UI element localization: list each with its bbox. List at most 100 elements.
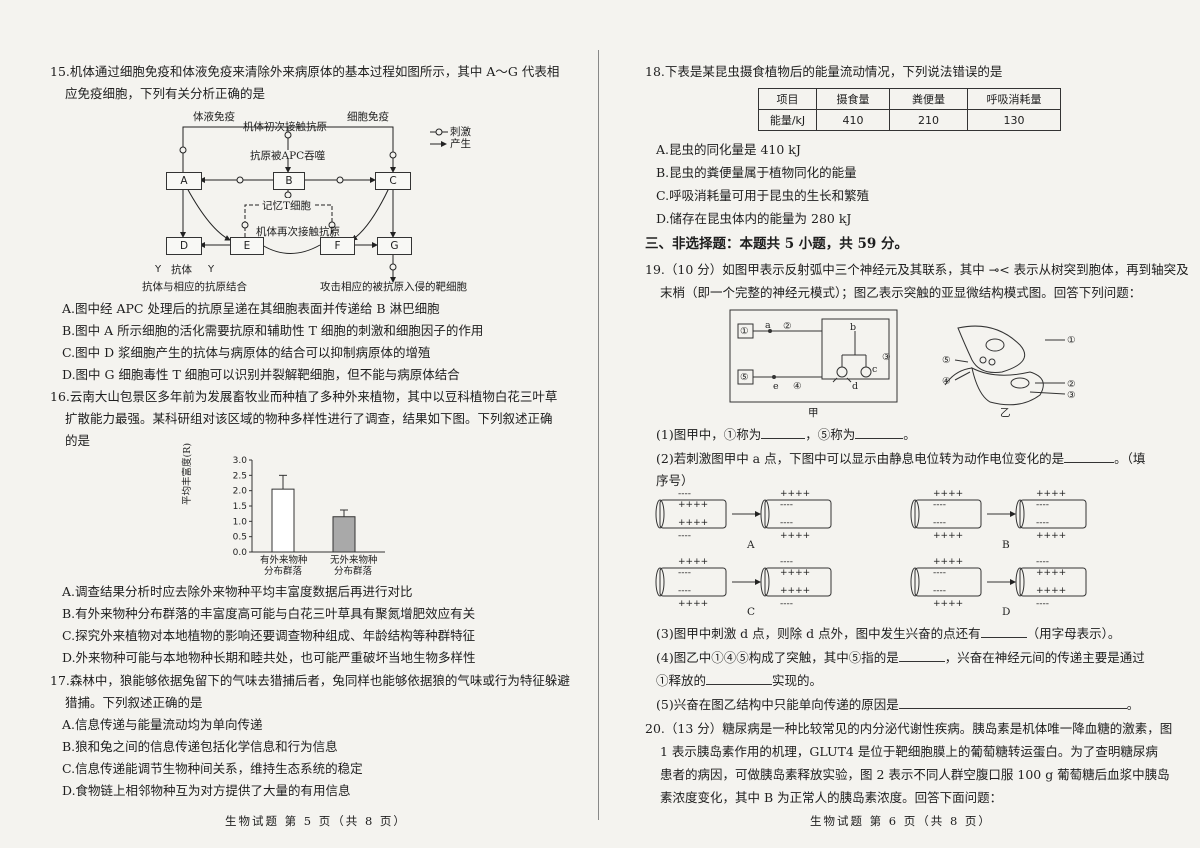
svg-text:++++: ++++ — [780, 531, 810, 541]
q17-option-a: A.信息传递与能量流动均为单向传递 — [62, 717, 263, 732]
q16-stem-line1: 16.云南大山包景区多年前为发展畜牧业而种植了多种外来植物，其中以豆科植物白花三… — [50, 389, 558, 404]
q19-sub4-line2: ①释放的实现的。 — [656, 673, 822, 689]
immune-diagram-lines: Y Y — [154, 126, 448, 283]
cell-box-g: G — [377, 237, 412, 255]
q17-stem-line1: 17.森林中，狼能够依据兔留下的气味去猎捕后者，兔同样也能够依据狼的气味或行为特… — [50, 673, 570, 688]
q17-option-d: D.食物链上相邻物种互为对方提供了大量的有用信息 — [62, 783, 351, 798]
q16-option-c: C.探究外来植物对本地植物的影响还要调查物种组成、年龄结构等种群特征 — [62, 628, 476, 643]
svg-text:++++: ++++ — [1036, 489, 1066, 499]
svg-text:++++: ++++ — [780, 489, 810, 499]
label-second-contact: 机体再次接触抗原 — [256, 226, 340, 238]
yi-label-2: ② — [1067, 379, 1076, 390]
q15-stem-line1: 15.机体通过细胞免疫和体液免疫来清除外来病原体的基本过程如图所示，其中 A～G… — [50, 64, 560, 79]
nerve-label-a: A — [747, 539, 755, 551]
q19-sub4-text-b: ，兴奋在神经元间的传递主要是通过 — [944, 650, 1145, 665]
svg-text:----: ---- — [1036, 518, 1049, 528]
yi-label-3: ③ — [1067, 390, 1076, 401]
reflex-arc-diagram — [729, 309, 898, 403]
svg-text:----: ---- — [780, 518, 793, 528]
q19-sub2-text: (2)若刺激图甲中 a 点，下图中可以显示由静息电位转为动作电位变化的是 — [656, 451, 1065, 466]
q19-sub2-line2: 序号） — [656, 473, 694, 488]
q19-sub3: (3)图甲中刺激 d 点，则除 d 点外，图中发生兴奋的点还有（用字母表示）。 — [656, 626, 1120, 642]
chart-cat1-line2: 分布群落 — [264, 566, 303, 577]
q16-option-d: D.外来物种可能与本地物种长期和睦共处，也可能严重破坏当地生物多样性 — [62, 650, 476, 665]
svg-text:++++: ++++ — [1036, 586, 1066, 596]
svg-text:++++: ++++ — [780, 568, 810, 578]
chart-y-tick-label: 0.0 — [233, 548, 248, 558]
svg-text:----: ---- — [1036, 599, 1049, 609]
nerve-label-b: B — [1002, 539, 1010, 551]
q18-option-d: D.储存在昆虫体内的能量为 280 kJ — [656, 211, 852, 226]
jia-label-c: c — [872, 364, 878, 375]
jia-label-3: ③ — [882, 352, 891, 363]
q19-sub1-text-c: 。 — [903, 427, 916, 442]
q18-stem: 18.下表是某昆虫摄食植物后的能量流动情况，下列说法错误的是 — [645, 64, 1003, 79]
q20-line1: 20.（13 分）糖尿病是一种比较常见的内分泌代谢性疾病。胰岛素是机体唯一降血糖… — [645, 721, 1173, 736]
nerve-label-d: D — [1002, 606, 1011, 618]
chart-cat2-line1: 无外来物种 — [330, 555, 378, 566]
q15-option-b: B.图中 A 所示细胞的活化需要抗原和辅助性 T 细胞的刺激和细胞因子的作用 — [62, 323, 484, 338]
chart-y-tick-label: 1.0 — [233, 517, 248, 527]
label-memory-t: 记忆T细胞 — [260, 198, 314, 214]
chart-bar — [271, 488, 295, 553]
svg-text:----: ---- — [678, 586, 691, 596]
nerve-label-c: C — [747, 606, 756, 618]
yi-label-1: ① — [1067, 335, 1076, 346]
richness-chart-svg: 3.02.52.01.51.00.50.0 — [233, 456, 385, 558]
chart-cat2-line2: 分布群落 — [334, 566, 373, 577]
yi-label-5: ⑤ — [942, 355, 951, 366]
svg-text:++++: ++++ — [678, 557, 708, 567]
table-header-cell: 项目 — [758, 88, 817, 110]
nerve-fiber-figures: ----++++++++---- ++++--------++++ ++++--… — [655, 489, 1087, 609]
figure-jia-caption: 甲 — [808, 407, 819, 419]
q20-line2: 1 表示胰岛素作用的机理，GLUT4 是位于靶细胞膜上的葡萄糖转运蛋白。为了查明… — [660, 744, 1158, 759]
svg-text:++++: ++++ — [678, 599, 708, 609]
svg-text:----: ---- — [1036, 500, 1049, 510]
q15-option-d: D.图中 G 细胞毒性 T 细胞可以识别并裂解靶细胞，但不能与病原体结合 — [62, 367, 460, 382]
q20-line3: 患者的病因，可做胰岛素释放实验，图 2 表示不同人群空腹口服 100 g 葡萄糖… — [660, 767, 1170, 782]
label-attack: 攻击相应的被抗原入侵的靶细胞 — [320, 281, 467, 293]
chart-y-tick-label: 0.5 — [233, 533, 247, 543]
page-divider — [598, 50, 599, 820]
answer-blank[interactable] — [898, 708, 1127, 709]
q19-sub1: (1)图甲中，①称为，⑤称为。 — [656, 427, 916, 443]
label-humoral-immunity: 体液免疫 — [193, 111, 235, 123]
q19-sub4-text: (4)图乙中①④⑤构成了突触，其中⑤指的是 — [656, 650, 899, 665]
svg-text:----: ---- — [933, 518, 946, 528]
jia-label-5: ⑤ — [740, 372, 749, 383]
jia-label-d: d — [852, 381, 859, 392]
answer-blank[interactable] — [855, 438, 904, 439]
q19-sub4-text-c: ①释放的 — [656, 673, 707, 688]
svg-text:----: ---- — [1036, 557, 1049, 567]
answer-blank[interactable] — [706, 684, 773, 685]
legend-produce: 产生 — [450, 138, 471, 150]
svg-text:++++: ++++ — [1036, 568, 1066, 578]
table-cell: 210 — [889, 109, 968, 131]
answer-blank[interactable] — [898, 661, 945, 662]
right-page-footer: 生物试题 第 6 页（共 8 页） — [810, 814, 992, 828]
figure-yi-caption: 乙 — [1000, 407, 1011, 419]
svg-text:----: ---- — [933, 586, 946, 596]
chart-bar — [332, 516, 356, 553]
answer-blank[interactable] — [761, 438, 806, 439]
q17-option-b: B.狼和兔之间的信息传递包括化学信息和行为信息 — [62, 739, 338, 754]
cell-box-d: D — [166, 237, 202, 255]
synapse-diagram — [944, 325, 1066, 406]
q19-sub4: (4)图乙中①④⑤构成了突触，其中⑤指的是 ，兴奋在神经元间的传递主要是通过 — [656, 650, 1145, 666]
table-cell: 能量/kJ — [758, 109, 817, 131]
q18-option-b: B.昆虫的粪便量属于植物同化的能量 — [656, 165, 857, 180]
cell-box-f: F — [320, 237, 355, 255]
svg-text:++++: ++++ — [1036, 531, 1066, 541]
svg-text:----: ---- — [933, 500, 946, 510]
label-cellular-immunity: 细胞免疫 — [347, 111, 389, 123]
q19-sub5-text: (5)兴奋在图乙结构中只能单向传递的原因是 — [656, 697, 899, 712]
q19-sub5-text-b: 。 — [1126, 697, 1140, 712]
q19-sub2-text-b: 。（填 — [1114, 451, 1146, 466]
q15-option-c: C.图中 D 浆细胞产生的抗体与病原体的结合可以抑制病原体的增殖 — [62, 345, 431, 360]
q16-option-a: A.调查结果分析时应去除外来物种平均丰富度数据后再进行对比 — [62, 584, 413, 599]
answer-blank[interactable] — [980, 637, 1027, 638]
svg-text:----: ---- — [780, 500, 793, 510]
svg-text:----: ---- — [780, 599, 793, 609]
table-header-row: 项目 摄食量 粪便量 呼吸消耗量 — [758, 88, 1061, 110]
answer-blank[interactable] — [1064, 462, 1115, 463]
